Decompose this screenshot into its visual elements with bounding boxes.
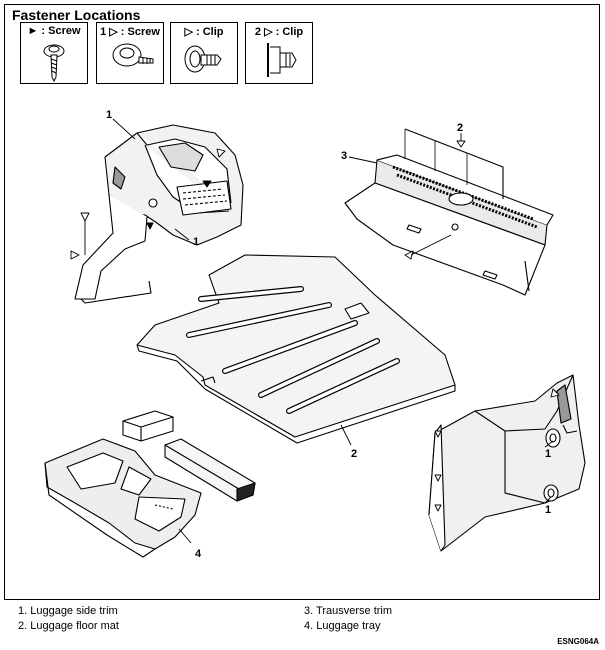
fastener-screw-1-box: 1 ▷ : Screw [96,22,164,84]
callout-4: 4 [195,548,202,560]
callout-2-clip: 2 [457,122,463,134]
fastener-clip-2-box: 2 ▷ : Clip [245,22,313,84]
callout-leaders [112,118,554,544]
luggage-floor-mat [136,254,456,444]
luggage-tray [44,410,256,558]
fastener-label: 2 ▷ : Clip [254,26,304,38]
luggage-side-trim-right [428,374,586,552]
legend-item: 3. Trausverse trim [304,605,393,617]
screw-washer-icon [112,43,154,67]
clip-icon [184,45,222,73]
fastener-label: 1 ▷ : Screw [100,26,160,38]
callout-2: 2 [351,448,357,460]
legend-item: 4. Luggage tray [304,620,381,632]
callout-1: 1 [106,109,112,121]
callout-1-screw: 1 [193,236,199,248]
callout-1-right-upper: 1 [545,448,551,460]
page-title: Fastener Locations [12,7,141,23]
legend-right: 3. Trausverse trim 4. Luggage tray [304,604,392,634]
fastener-label: ▷ : Clip [184,26,224,38]
luggage-trim-diagram: 1 1 2 3 2 1 1 4 [44,109,586,560]
diagram-frame [4,4,600,600]
fastener-clip-box: ▷ : Clip [170,22,238,84]
legend-left: 1. Luggage side trim 2. Luggage floor ma… [18,604,119,634]
legend-item: 1. Luggage side trim [18,605,118,617]
transverse-trim [344,128,554,296]
fastener-label: ► : Screw [27,25,81,37]
push-clip-icon [267,43,297,77]
fastener-markers [70,140,560,512]
diagram-code: ESNG064A [557,637,599,646]
callout-1-right-lower: 1 [545,504,551,516]
fastener-screw-box: ► : Screw [20,22,88,84]
screw-icon [43,44,65,83]
callout-3: 3 [341,150,347,162]
legend-item: 2. Luggage floor mat [18,620,119,632]
